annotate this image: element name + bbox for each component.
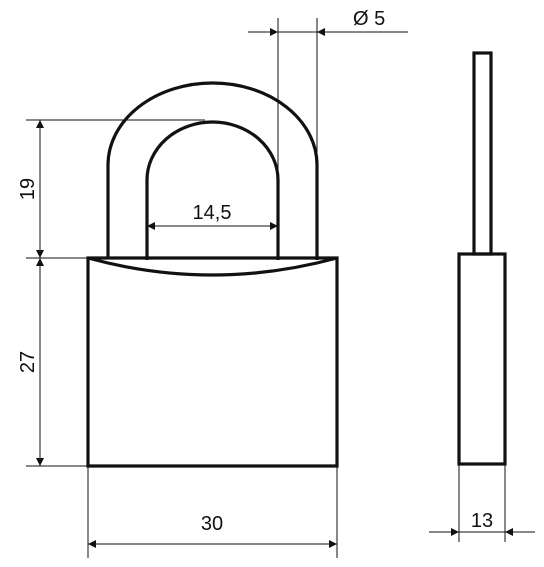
body-outline	[86, 256, 339, 468]
body-top-curve	[87, 256, 338, 277]
dimension-label-body-height: 27	[17, 351, 39, 373]
dimension-shackle-diameter: Ø 5	[248, 8, 408, 260]
padlock-side-view	[457, 51, 507, 466]
dimension-label-shackle-inner-width: 14,5	[193, 202, 232, 224]
shackle-outer-outline	[106, 81, 319, 260]
dimension-body-height: 27	[17, 257, 88, 467]
padlock-body-front-view	[86, 256, 339, 468]
shackle-inner-outline	[145, 120, 280, 260]
dimension-label-body-width: 30	[201, 513, 223, 535]
dimension-label-shackle-height: 19	[17, 178, 39, 200]
dimension-shackle-height: 19	[17, 119, 205, 258]
dimension-label-shackle-diameter: Ø 5	[353, 8, 385, 30]
body-side-profile	[457, 252, 507, 466]
shackle-front-view	[106, 81, 319, 260]
dimension-shackle-inner-width: 14,5	[147, 202, 278, 230]
dimension-label-body-thickness: 13	[471, 510, 493, 532]
dimension-body-width: 30	[87, 466, 338, 558]
shackle-side-profile	[472, 51, 493, 256]
dimension-body-thickness: 13	[429, 464, 535, 542]
